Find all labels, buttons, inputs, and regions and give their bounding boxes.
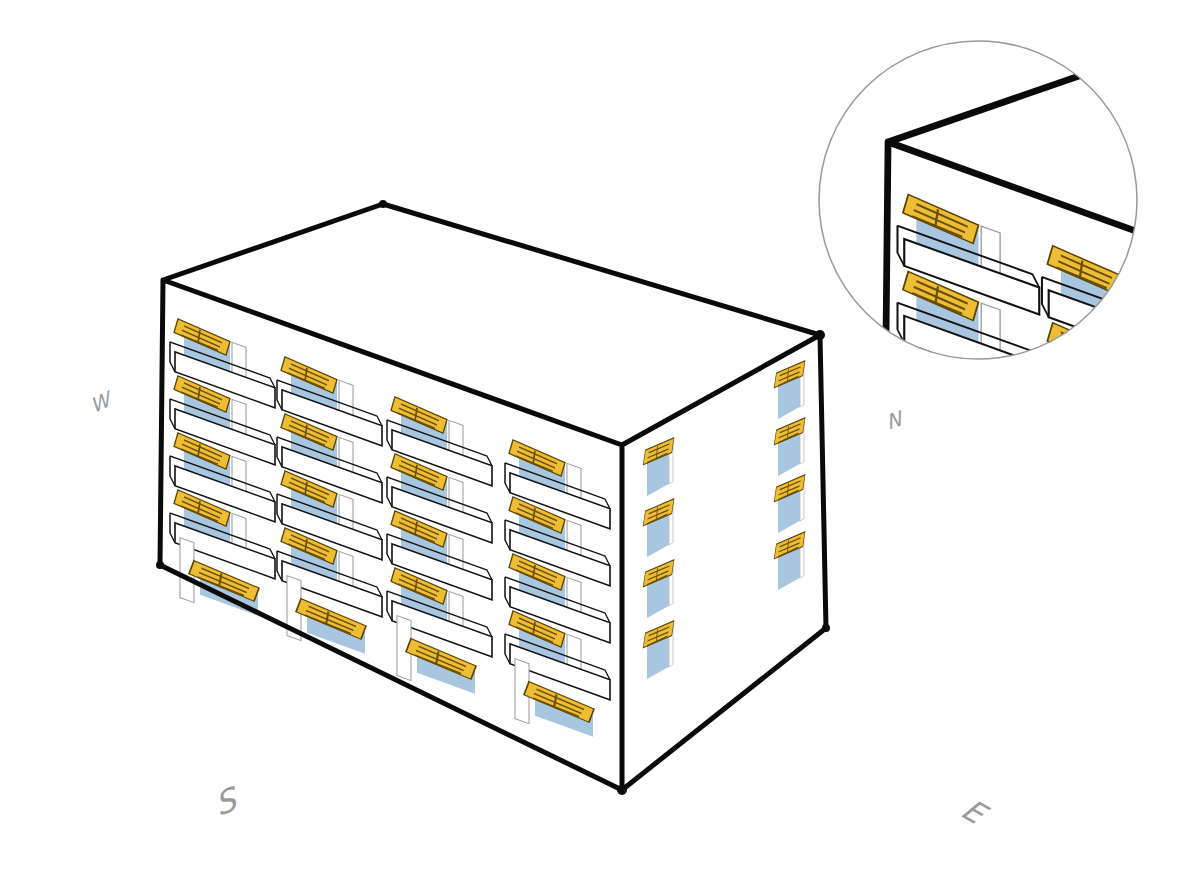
compass-letter: E xyxy=(957,797,993,830)
building xyxy=(156,200,830,795)
compass-letter: S xyxy=(216,782,241,821)
building-detail xyxy=(879,34,1201,837)
zoom-inset xyxy=(819,34,1201,837)
zoom-circle xyxy=(819,41,1137,359)
compass-letter: W xyxy=(90,388,113,416)
compass-letter: N xyxy=(887,407,905,432)
